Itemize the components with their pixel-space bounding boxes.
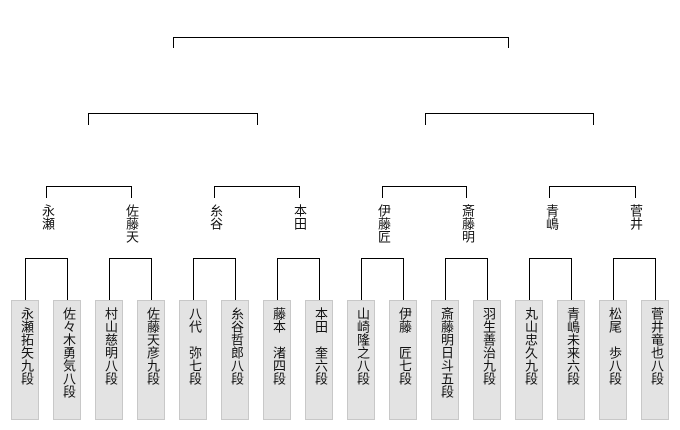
player-name: 本田 奎六段: [312, 307, 327, 385]
player-box-4: 佐藤天彦九段: [137, 300, 165, 420]
player-box-5: 八代 弥七段: [179, 300, 207, 420]
player-name: 青嶋未来六段: [564, 307, 579, 385]
player-name: 佐藤天彦九段: [144, 307, 159, 385]
player-name: 伊藤 匠七段: [396, 307, 411, 385]
player-name: 永瀬拓矢九段: [18, 307, 33, 385]
round1-connector-4: [277, 258, 320, 300]
semifinal-connector-13: [88, 113, 258, 125]
player-box-10: 伊藤 匠七段: [389, 300, 417, 420]
player-name: 斎藤明日斗五段: [438, 307, 453, 398]
round1-connector-8: [613, 258, 656, 300]
player-name: 佐々木勇気八段: [60, 307, 75, 398]
winner-label-4: 本田: [291, 204, 306, 230]
player-name: 糸谷哲郎八段: [228, 307, 243, 385]
player-box-8: 本田 奎六段: [305, 300, 333, 420]
round1-connector-6: [445, 258, 488, 300]
player-box-15: 松尾 歩八段: [599, 300, 627, 420]
round1-connector-7: [529, 258, 572, 300]
player-box-3: 村山慈明八段: [95, 300, 123, 420]
winner-label-2: 佐藤天: [123, 204, 138, 243]
player-name: 村山慈明八段: [102, 307, 117, 385]
winner-label-5: 伊藤匠: [375, 204, 390, 243]
player-name: 山崎隆之八段: [354, 307, 369, 385]
final-connector-15: [173, 37, 509, 48]
winner-label-1: 永瀬: [39, 204, 54, 230]
player-box-9: 山崎隆之八段: [347, 300, 375, 420]
player-box-14: 青嶋未来六段: [557, 300, 585, 420]
player-name: 丸山忠久九段: [522, 307, 537, 385]
semifinal-connector-14: [425, 113, 594, 125]
player-box-1: 永瀬拓矢九段: [11, 300, 39, 420]
round2-connector-11: [382, 186, 467, 198]
round2-connector-9: [46, 186, 132, 198]
player-box-2: 佐々木勇気八段: [53, 300, 81, 420]
round1-connector-5: [361, 258, 404, 300]
player-name: 八代 弥七段: [186, 307, 201, 385]
round1-connector-3: [193, 258, 236, 300]
winner-label-7: 青嶋: [543, 204, 558, 230]
player-box-11: 斎藤明日斗五段: [431, 300, 459, 420]
player-box-7: 藤本 渚四段: [263, 300, 291, 420]
round1-connector-1: [25, 258, 68, 300]
player-box-13: 丸山忠久九段: [515, 300, 543, 420]
player-name: 羽生善治九段: [480, 307, 495, 385]
winner-label-6: 斎藤明: [459, 204, 474, 243]
round2-connector-10: [214, 186, 300, 198]
player-name: 菅井竜也八段: [648, 307, 663, 385]
player-box-12: 羽生善治九段: [473, 300, 501, 420]
round2-connector-12: [549, 186, 636, 198]
round1-connector-2: [109, 258, 152, 300]
winner-label-8: 菅井: [627, 204, 642, 230]
player-name: 松尾 歩八段: [606, 307, 621, 385]
player-box-6: 糸谷哲郎八段: [221, 300, 249, 420]
player-name: 藤本 渚四段: [270, 307, 285, 385]
player-box-16: 菅井竜也八段: [641, 300, 669, 420]
winner-label-3: 糸谷: [207, 204, 222, 230]
